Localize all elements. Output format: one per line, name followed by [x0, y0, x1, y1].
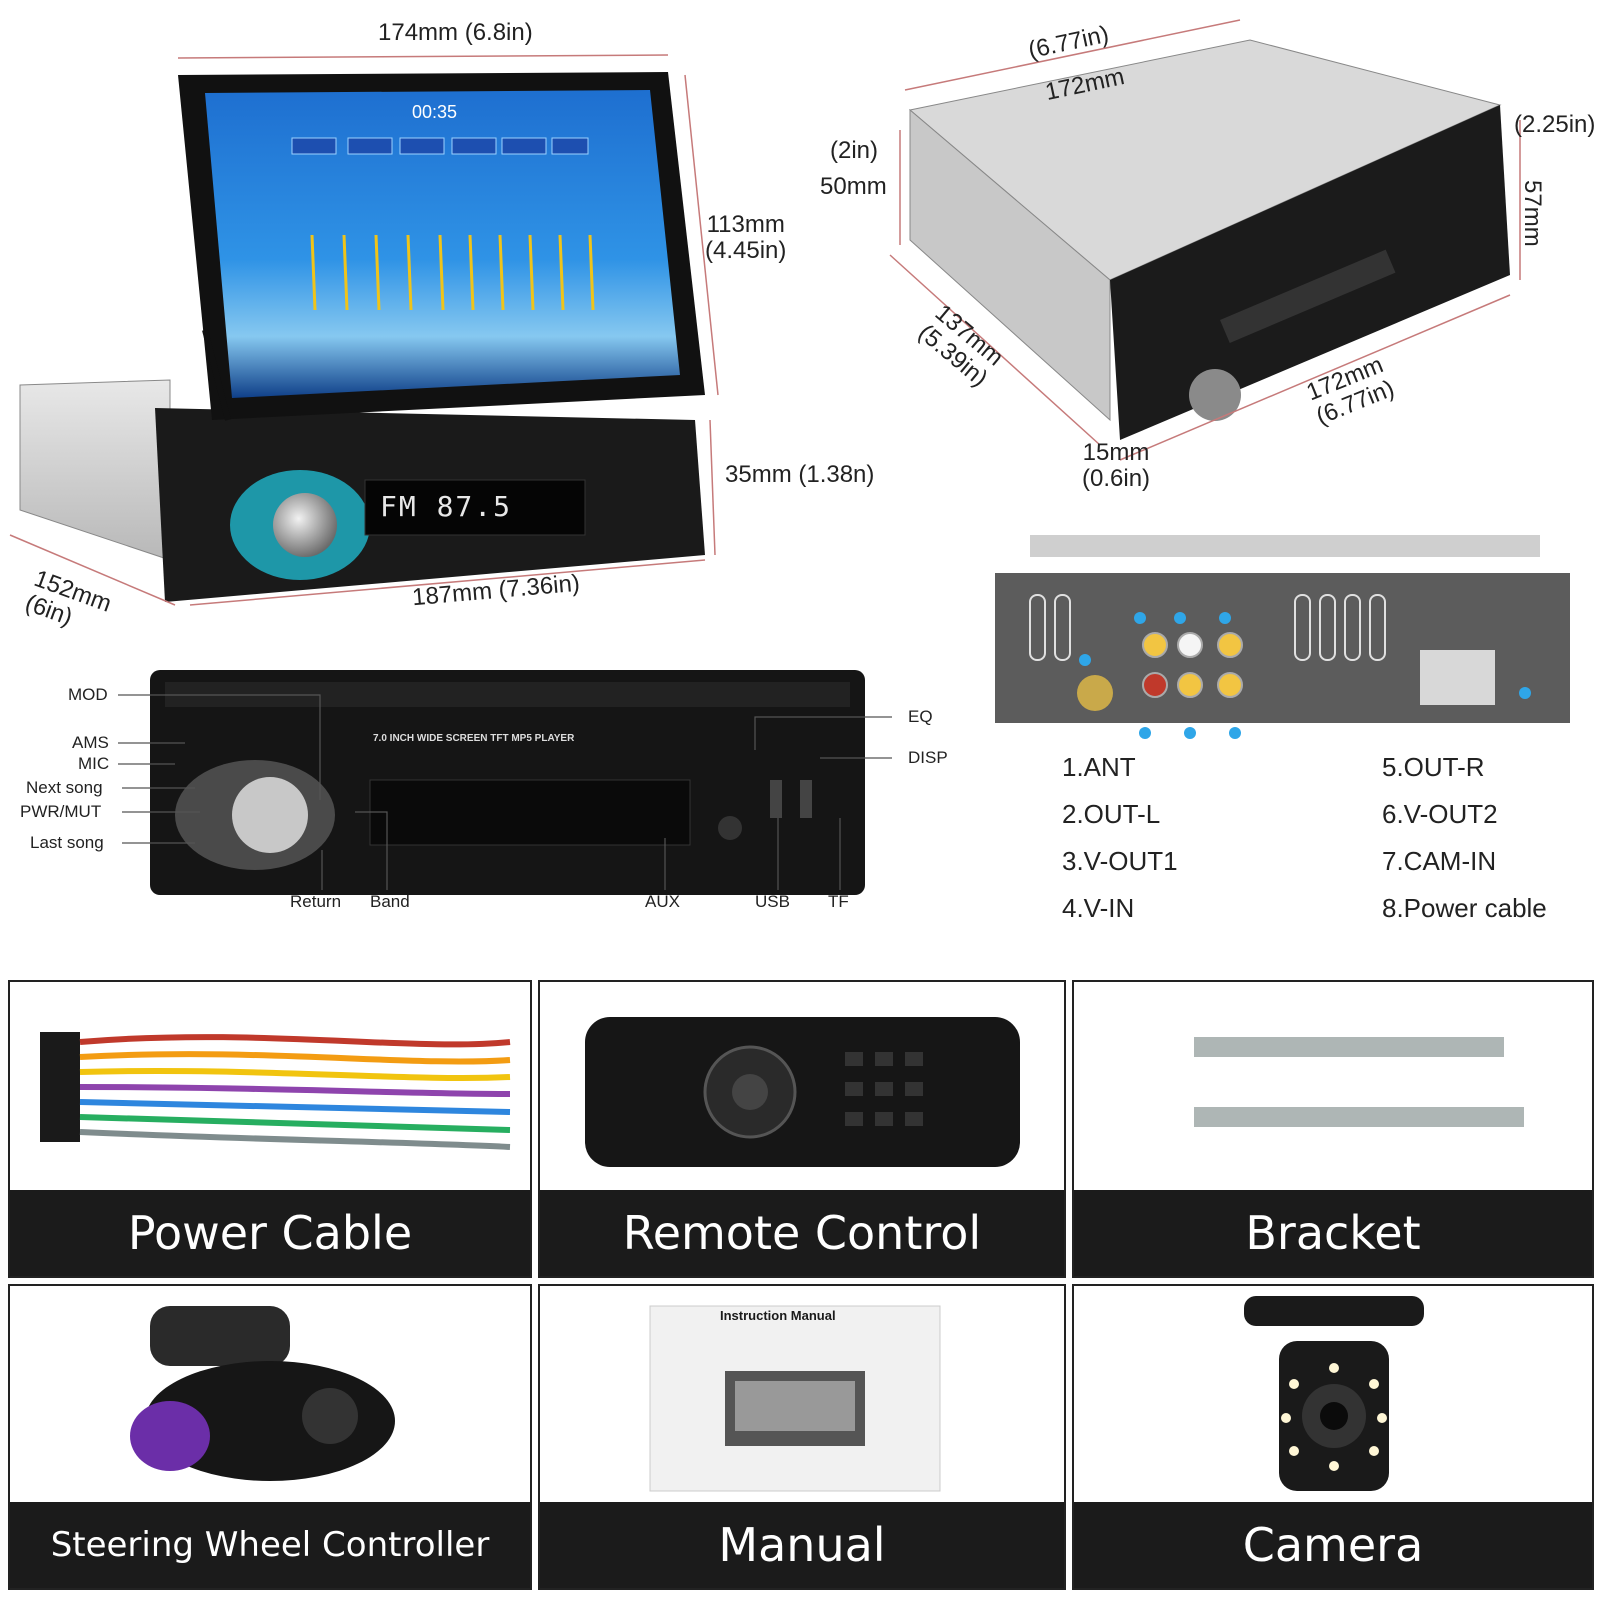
label-return: Return: [290, 892, 342, 911]
caption-power-cable: Power Cable: [10, 1190, 530, 1276]
caption-remote-control: Remote Control: [540, 1190, 1064, 1276]
faceplate-text: 7.0 INCH WIDE SCREEN TFT MP5 PLAYER: [373, 733, 575, 744]
bracket-image: [1194, 1037, 1524, 1127]
rear-panel-illustration: [995, 535, 1570, 739]
label-eq: EQ: [908, 707, 933, 726]
front-panel-illustration: [118, 670, 892, 895]
caption-bracket: Bracket: [1074, 1190, 1592, 1276]
port-3: 3.V-OUT1: [1062, 846, 1178, 876]
label-usb: USB: [755, 892, 790, 911]
radio-display: FM 87.5: [380, 490, 513, 523]
remote-control-image: [585, 1017, 1020, 1167]
manual-title: Instruction Manual: [720, 1308, 836, 1323]
accessory-remote-control: Remote Control: [538, 980, 1066, 1278]
caption-camera: Camera: [1074, 1502, 1592, 1588]
caption-steering-wheel-controller: Steering Wheel Controller: [10, 1502, 530, 1588]
port-6: 6.V-OUT2: [1382, 799, 1498, 829]
manual-image: [649, 1305, 941, 1492]
screen-clock: 00:35: [412, 102, 458, 122]
camera-image: [1244, 1296, 1424, 1491]
accessory-power-cable: Power Cable: [8, 980, 532, 1278]
port-7: 7.CAM-IN: [1382, 846, 1497, 876]
port-4: 4.V-IN: [1062, 893, 1135, 923]
label-mic: MIC: [78, 754, 110, 773]
label-disp: DISP: [908, 748, 948, 767]
front-panel-diagram: 7.0 INCH WIDE SCREEN TFT MP5 PLAYER MOD …: [0, 650, 980, 940]
dim-right-height-in: (2.25in): [1514, 111, 1596, 138]
main-unit-view: 00:35 FM 87.5 174mm (6.8in) 113mm (4.45i…: [0, 0, 930, 650]
dim-side-height-mm: 50mm: [820, 173, 887, 200]
port-5: 5.OUT-R: [1382, 752, 1485, 782]
accessory-manual: Instruction Manual Manual: [538, 1284, 1066, 1590]
caption-manual: Manual: [540, 1502, 1064, 1588]
chassis-view: (6.77in) 172mm (2in) 50mm (2.25in) 57mm …: [820, 0, 1600, 520]
accessory-bracket: Bracket: [1072, 980, 1594, 1278]
steering-controller-image: [130, 1306, 395, 1481]
label-tf: TF: [828, 892, 849, 911]
label-aux: AUX: [645, 892, 680, 911]
power-cable-image: [40, 1032, 511, 1150]
port-1: 1.ANT: [1062, 752, 1136, 782]
dim-screen-height: 113mm (4.45in): [705, 211, 787, 265]
label-mod: MOD: [68, 685, 108, 704]
label-band: Band: [370, 892, 410, 911]
label-pwr-mut: PWR/MUT: [20, 802, 102, 821]
dim-chassis-height: 35mm (1.38n): [725, 461, 875, 488]
label-ams: AMS: [72, 733, 109, 752]
chassis-illustration: [889, 19, 1521, 461]
eq-sliders: [310, 234, 595, 311]
label-next-song: Next song: [26, 778, 103, 797]
port-2: 2.OUT-L: [1062, 799, 1161, 829]
main-unit-illustration: [9, 54, 719, 606]
port-8: 8.Power cable: [1382, 893, 1547, 923]
label-last-song: Last song: [30, 833, 104, 852]
dim-face-depth: 15mm (0.6in): [1082, 439, 1151, 493]
accessory-steering-wheel-controller: Steering Wheel Controller: [8, 1284, 532, 1590]
accessory-camera: Camera: [1072, 1284, 1594, 1590]
rear-panel: 1.ANT 2.OUT-L 3.V-OUT1 4.V-IN 5.OUT-R 6.…: [990, 535, 1590, 945]
dim-side-height-in: (2in): [830, 137, 879, 164]
dim-front-width: 174mm (6.8in): [378, 19, 533, 46]
dim-right-height-mm: 57mm: [1519, 180, 1546, 247]
